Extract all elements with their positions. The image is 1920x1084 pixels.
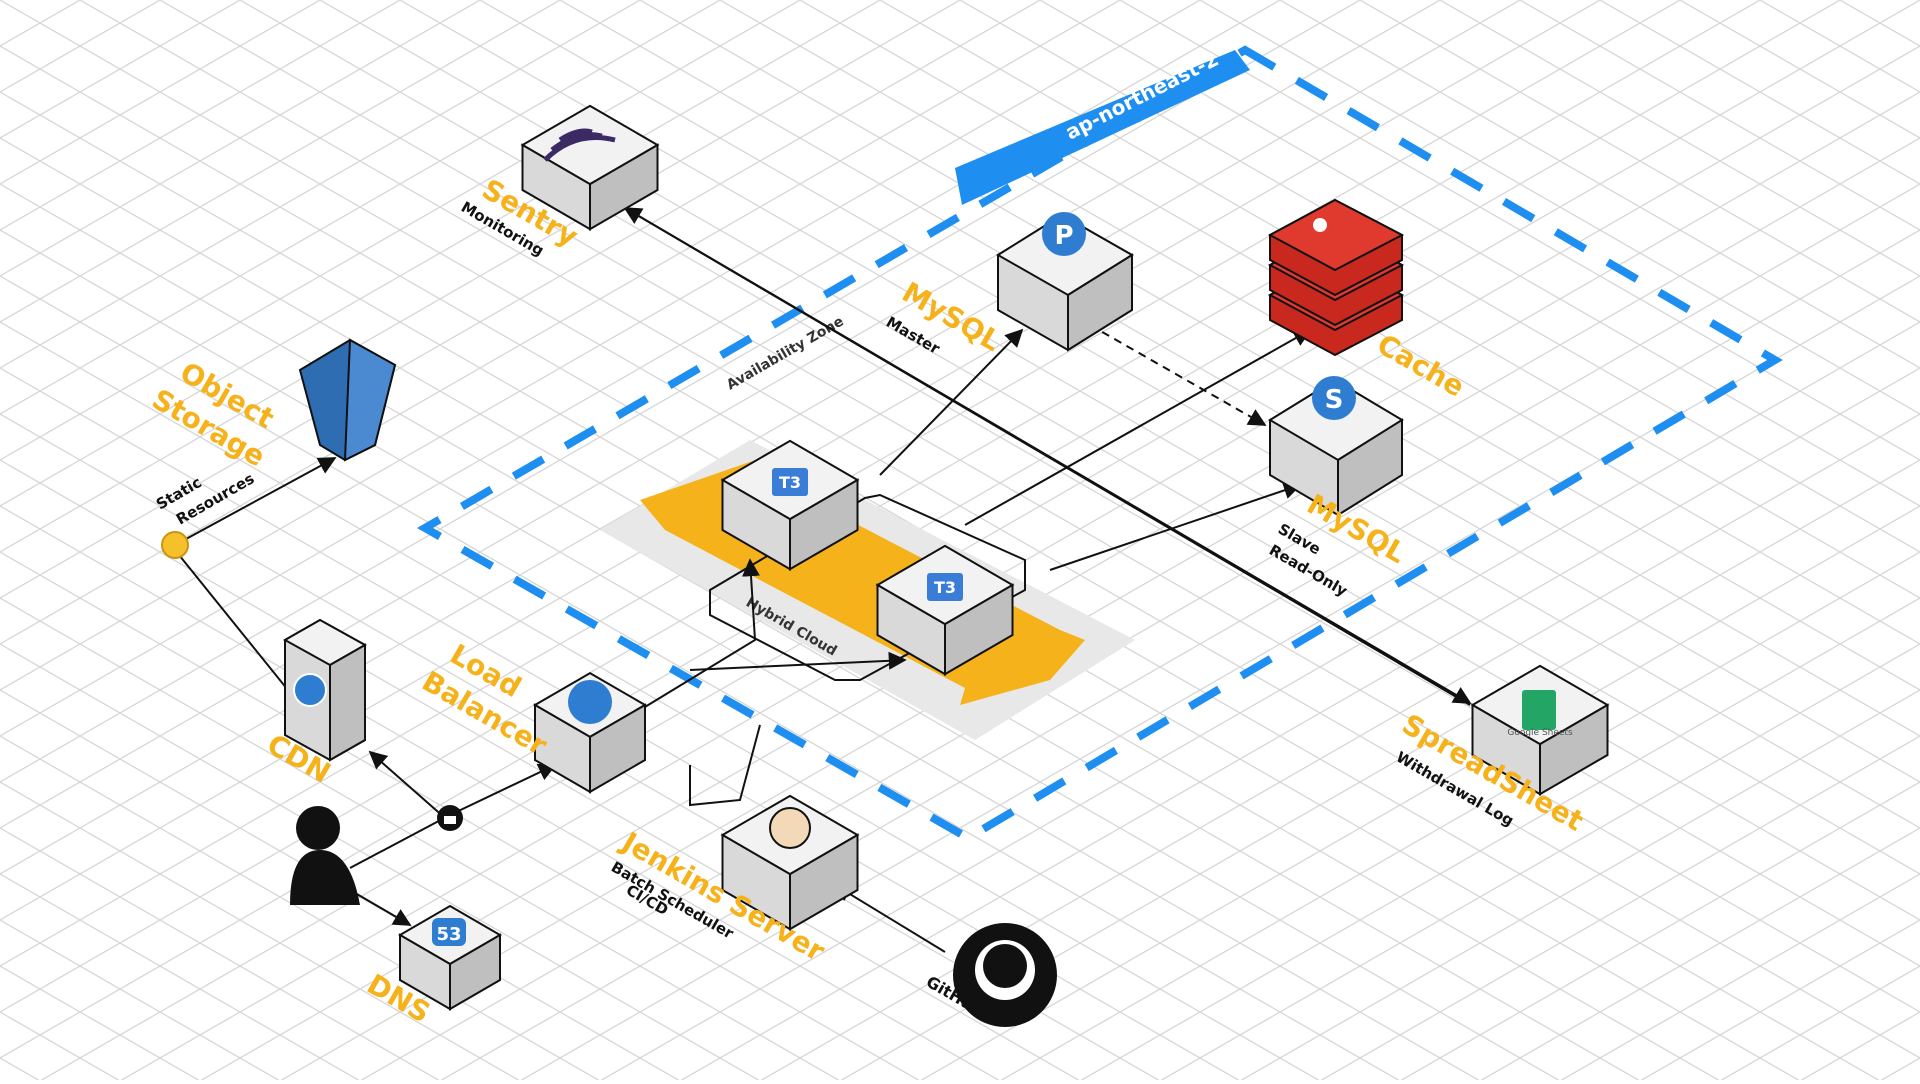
cdn-node[interactable] <box>282 618 368 762</box>
dns-badge-text: 53 <box>436 924 461 945</box>
ssl-node[interactable] <box>437 805 463 831</box>
database-icon <box>1312 376 1356 420</box>
object-storage-node[interactable] <box>298 338 397 462</box>
t3-label: T3 <box>779 473 801 492</box>
edge-to-mysql-master <box>879 328 1024 476</box>
edge-to-dns <box>349 889 412 926</box>
folder-icon <box>161 531 189 559</box>
edge-cdn-static <box>174 549 301 706</box>
server-icon <box>772 468 808 496</box>
edge-to-mysql-slave <box>1049 481 1302 571</box>
dns-node[interactable]: 53 <box>398 904 502 1011</box>
jenkins-icon <box>769 807 811 849</box>
sentry-icon <box>543 128 616 162</box>
cache-node[interactable] <box>1267 198 1405 357</box>
edge-to-object-storage <box>174 457 337 546</box>
mysql-slave-node[interactable]: S <box>1268 376 1404 517</box>
edge-to-spreadsheet <box>619 204 1472 704</box>
sentry-node[interactable] <box>520 104 660 231</box>
user-node[interactable] <box>290 806 360 905</box>
edge-to-cache <box>964 329 1312 526</box>
sheets-icon <box>1522 690 1556 730</box>
sheets-badge-text: Google Sheets <box>1507 728 1573 738</box>
t3-instance-a[interactable]: T3 <box>720 439 860 571</box>
server-icon <box>927 573 963 601</box>
edge-github-to-jenkins <box>833 884 946 953</box>
edge-lb-to-t3 <box>639 558 760 711</box>
user-icon <box>296 806 340 850</box>
edge-to-cdn <box>368 750 446 819</box>
globe-icon <box>293 673 327 707</box>
mysql-master-node[interactable]: P <box>996 212 1134 352</box>
load-balancer-icon <box>568 680 612 724</box>
edge-lb-to-t3b <box>689 651 907 671</box>
static-resources-node[interactable] <box>161 531 189 559</box>
edge-jenkins-to-cloud <box>689 724 761 807</box>
spreadsheet-node[interactable]: Google Sheets <box>1470 664 1610 796</box>
t3-instance-b[interactable]: T3 <box>875 544 1015 676</box>
jenkins-node[interactable] <box>720 794 860 931</box>
redis-icon <box>1313 218 1327 232</box>
github-node[interactable] <box>953 923 1057 1027</box>
t3-label: T3 <box>934 578 956 597</box>
edge-replication <box>1089 324 1267 426</box>
dns-badge: 53 <box>432 918 466 946</box>
load-balancer-node[interactable] <box>533 671 647 794</box>
mysql-slave-badge: S <box>1325 385 1344 415</box>
region-boundary <box>416 45 1783 843</box>
mysql-master-badge: P <box>1054 221 1073 251</box>
database-icon <box>1042 212 1086 256</box>
